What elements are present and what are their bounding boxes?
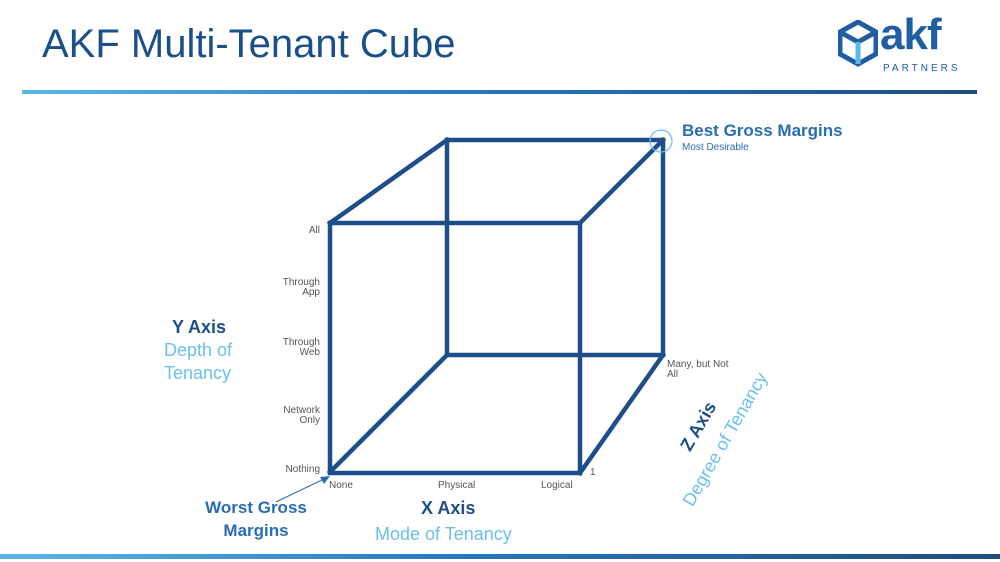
slide-title: AKF Multi-Tenant Cube (42, 22, 456, 66)
top-right-edge (576, 136, 667, 227)
logo-wordmark: akf (880, 10, 942, 59)
x-axis-title: X Axis (421, 498, 476, 518)
best-margins-label: Best Gross Margins (682, 121, 843, 140)
y-tick-all: All (308, 225, 320, 236)
top-left-edge (326, 136, 451, 227)
z-tick-start: 1 (590, 467, 596, 478)
worst-margins-arrow-head (320, 476, 330, 484)
y-axis-title: Y Axis (172, 317, 227, 337)
bottom-right-edge (576, 351, 667, 477)
best-margins-sublabel: Most Desirable (682, 142, 749, 153)
logo-subtitle: PARTNERS (883, 63, 961, 74)
footer-divider (0, 554, 1000, 559)
cube-front-face (327, 220, 583, 476)
akf-partners-logo: akf PARTNERS (838, 10, 978, 76)
cube-logo-icon (838, 20, 878, 67)
x-tick-physical: Physical (438, 480, 476, 491)
header-divider (22, 90, 977, 94)
best-margins-circle-marker (649, 129, 673, 153)
x-tick-logical: Logical (541, 480, 573, 491)
worst-margins-arrow (275, 477, 327, 503)
x-tick-none: None (329, 480, 353, 491)
x-axis-subtitle: Mode of Tenancy (375, 524, 512, 544)
back-diagonal-dotted-edge (326, 351, 451, 476)
y-tick-nothing: Nothing (285, 464, 320, 475)
